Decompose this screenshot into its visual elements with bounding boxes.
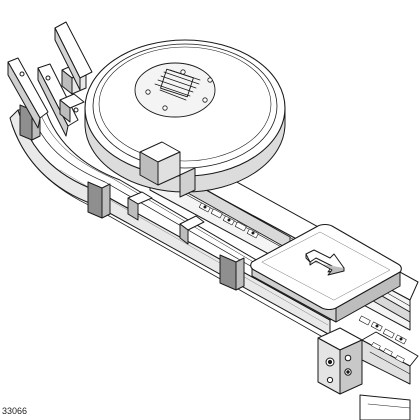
end-stop-block [317, 327, 363, 395]
right-guide [361, 331, 419, 385]
support-bracket-2 [87, 181, 111, 219]
direction-arrow-icon [305, 249, 345, 276]
support-bracket-3 [219, 254, 245, 291]
mid-clips [127, 191, 205, 245]
turntable-mount [139, 141, 196, 198]
figure-number: 33066 [2, 406, 28, 416]
beam-end [359, 394, 411, 420]
chain-links [198, 202, 407, 345]
turntable [84, 39, 286, 193]
lever-plate [54, 21, 93, 91]
